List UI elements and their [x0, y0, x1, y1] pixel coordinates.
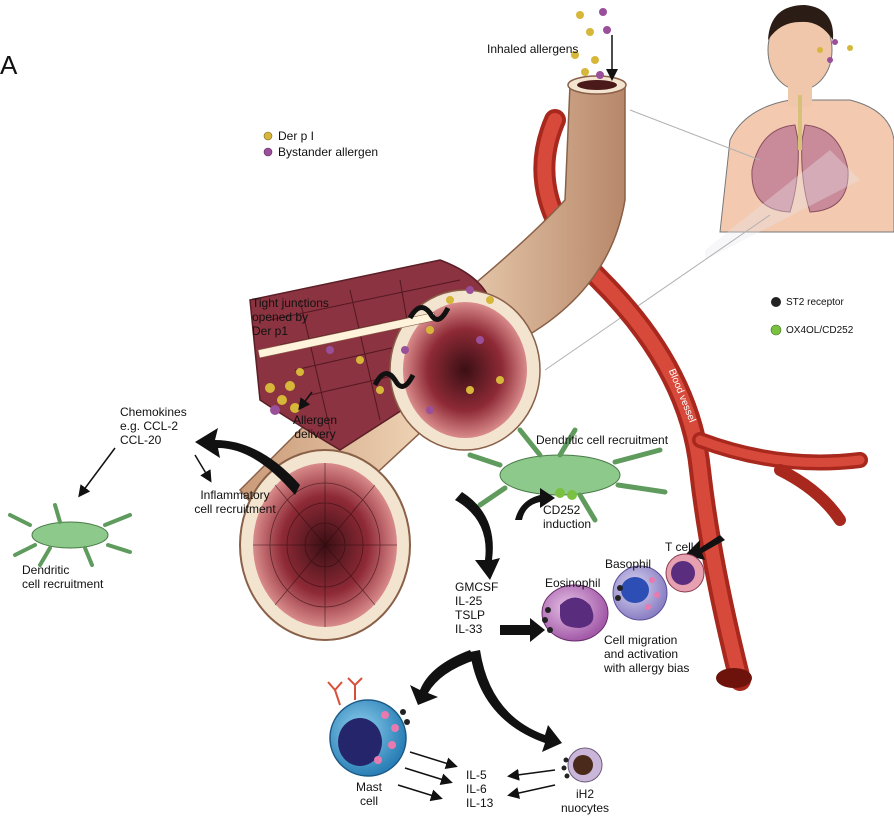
eosinophil-label: Eosinophil	[545, 576, 600, 590]
airway-tube	[240, 76, 626, 640]
st2-receptor-marker	[771, 297, 781, 307]
t-cell-icon	[666, 554, 704, 592]
ox40l-label: OX4OL/CD252	[786, 324, 853, 338]
t-cell-label: T cell	[665, 540, 693, 554]
interleukins-label: IL-5 IL-6 IL-13	[466, 768, 493, 810]
legend-bystander-label: Bystander allergen	[278, 145, 378, 159]
inflammatory-label: Inflammatory cell recruitment	[180, 488, 290, 516]
nuocyte-icon	[562, 748, 603, 782]
dc-recruitment-left-label: Dendritic cell recruitment	[22, 563, 103, 591]
basophil-label: Basophil	[605, 557, 651, 571]
nuocytes-label: iH2 nuocytes	[555, 787, 615, 815]
dc-recruitment-right-label: Dendritic cell recruitment	[536, 433, 668, 447]
dendritic-cell-icon	[10, 505, 130, 565]
mast-cell-label: Mast cell	[344, 780, 394, 808]
cytokines-label: GMCSF IL-25 TSLP IL-33	[455, 580, 498, 636]
eosinophil-icon	[542, 585, 608, 641]
tight-junctions-label: Tight junctions opened by Der p1	[252, 296, 329, 338]
legend-derp1-marker	[264, 132, 272, 140]
cd252-induction-label: CD252 induction	[543, 503, 591, 531]
person-icon	[705, 0, 894, 260]
legend-bystander-marker	[264, 148, 272, 156]
cell-migration-label: Cell migration and activation with aller…	[604, 633, 689, 675]
ox40l-marker	[771, 325, 781, 335]
panel-letter: A	[0, 58, 17, 72]
allergen-delivery-label: Allergen delivery	[280, 413, 350, 441]
legend-derp1-label: Der p I	[278, 129, 314, 143]
inhaled-allergens-label: Inhaled allergens	[487, 42, 578, 56]
basophil-icon	[613, 566, 667, 620]
st2-receptor-label: ST2 receptor	[786, 296, 844, 310]
mast-cell-icon	[328, 678, 410, 776]
chemokines-label: Chemokines e.g. CCL-2 CCL-20	[120, 405, 187, 447]
